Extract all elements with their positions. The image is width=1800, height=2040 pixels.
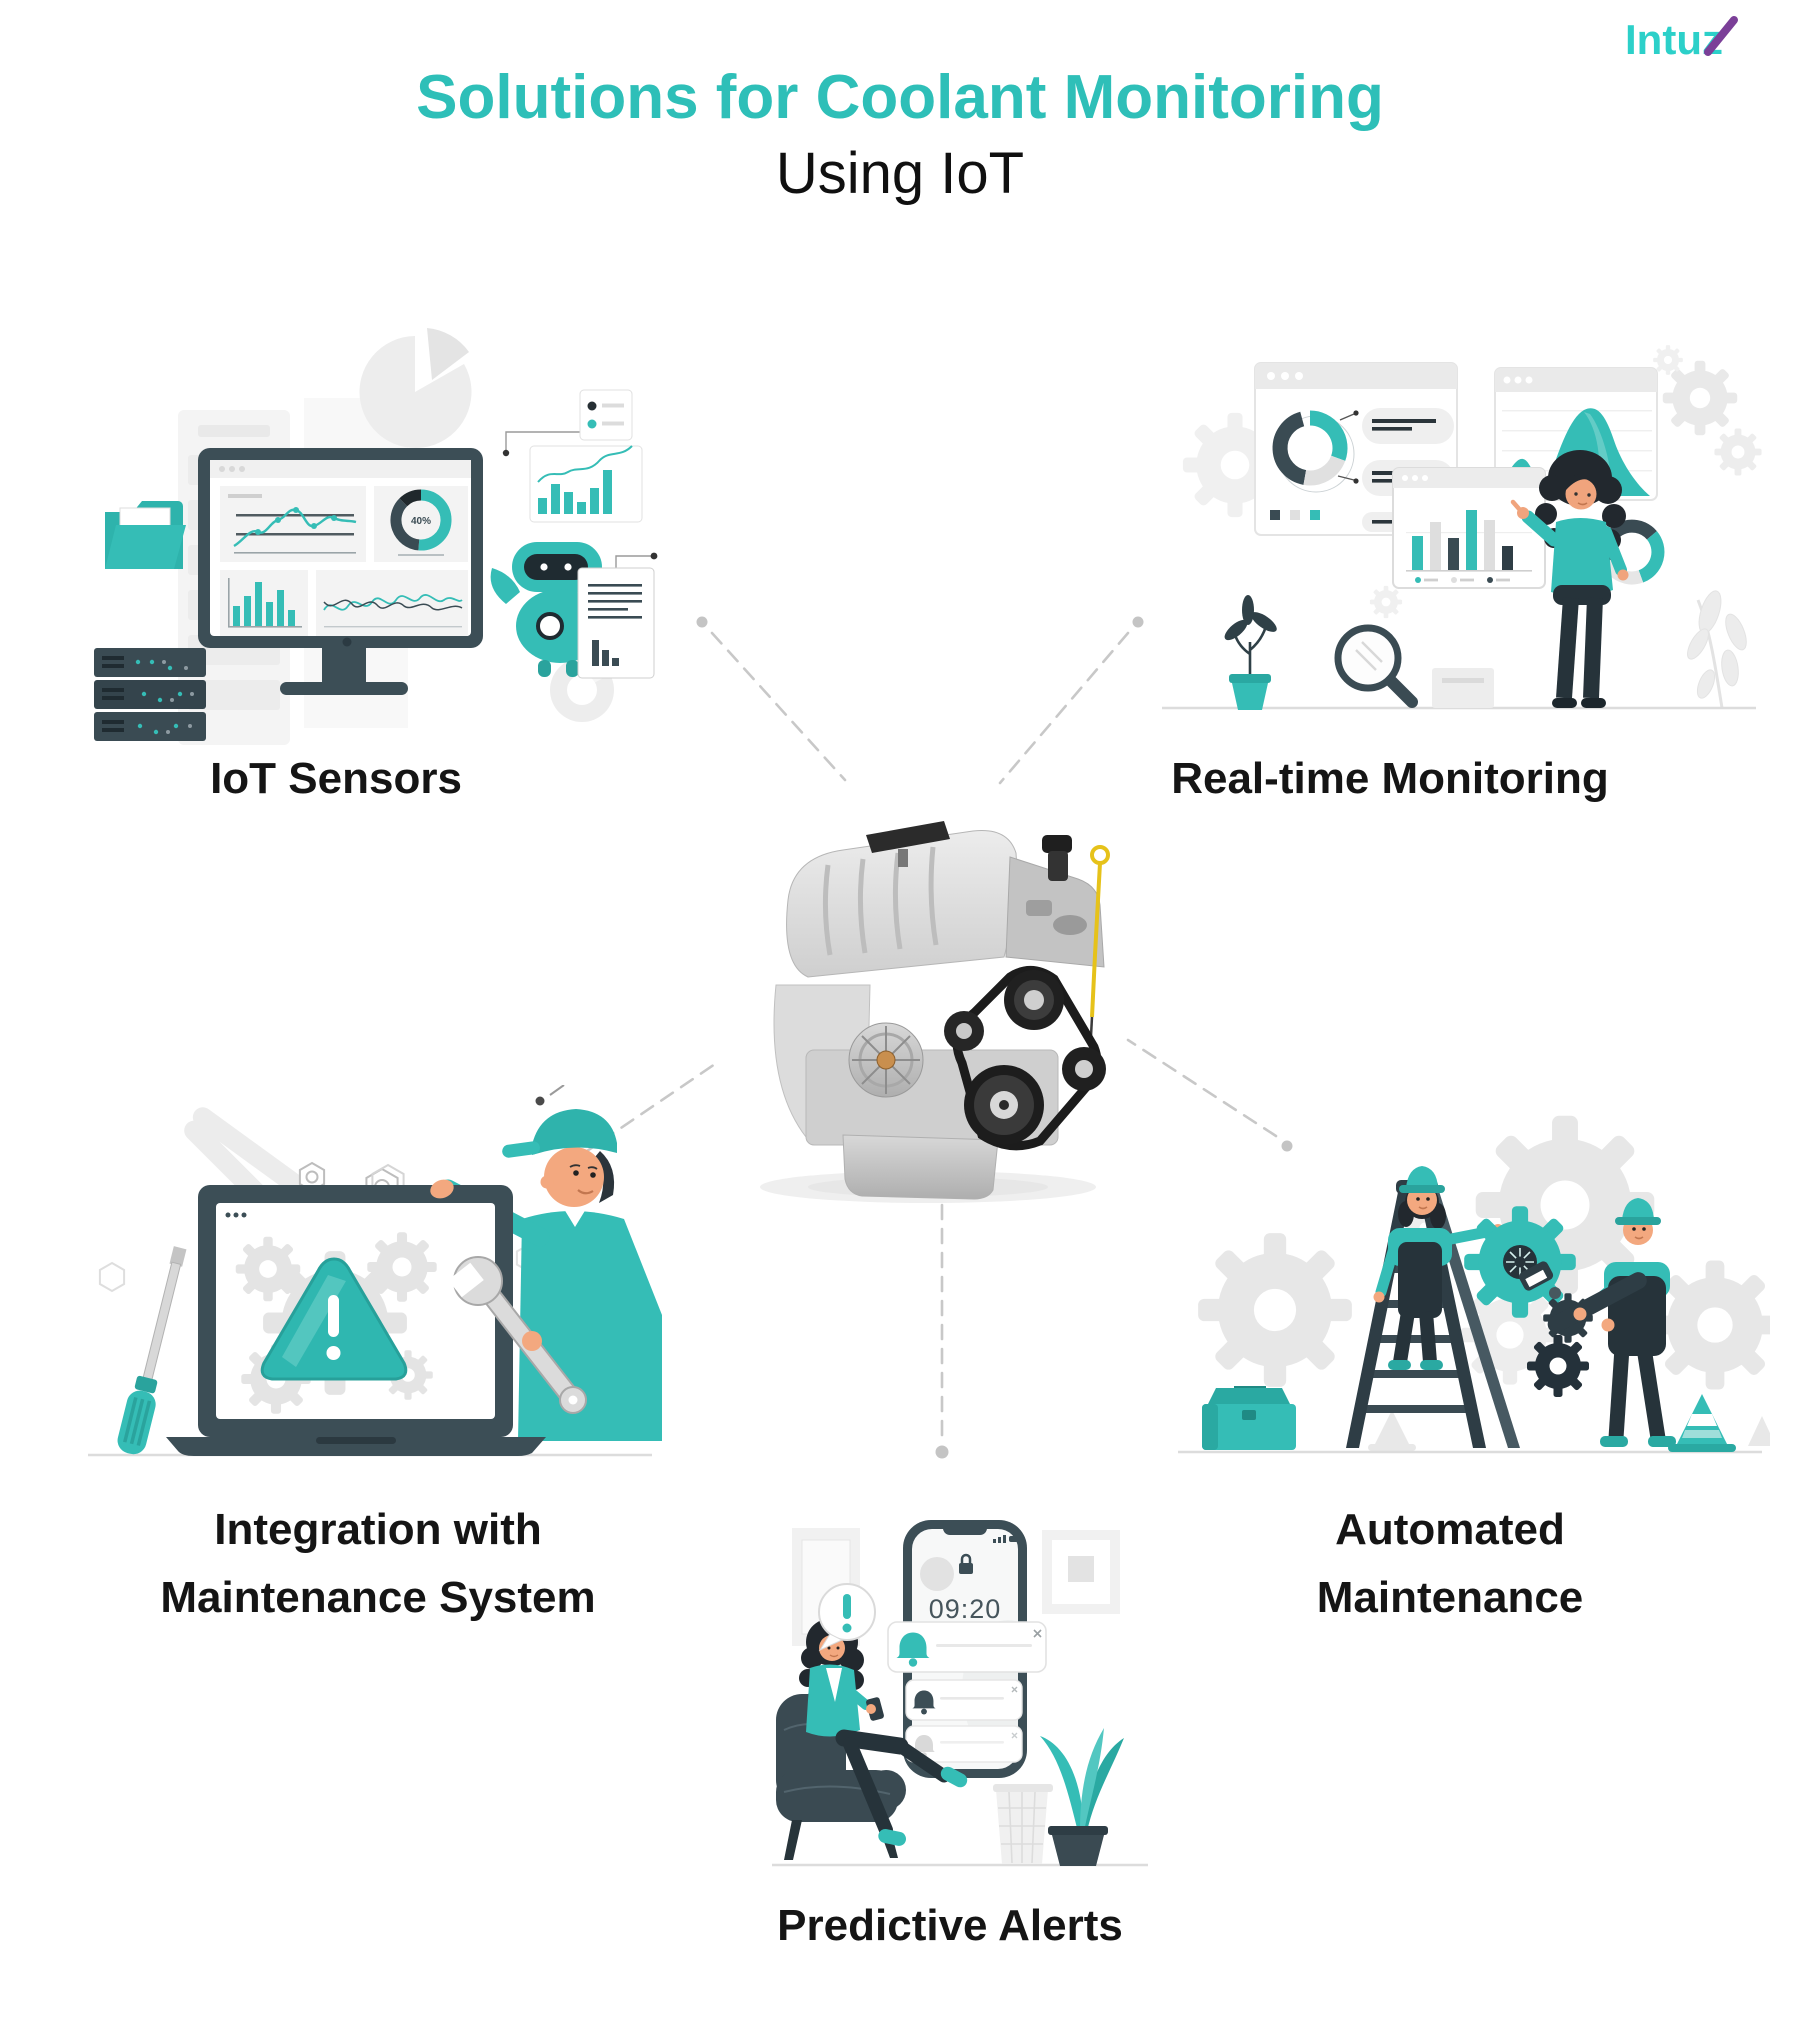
gear-icon <box>1369 585 1403 619</box>
hard-hat <box>1406 1166 1438 1188</box>
close-icon <box>1011 1732 1018 1739</box>
traffic-cone-icon <box>1668 1394 1736 1452</box>
gear-icon <box>1653 345 1683 375</box>
small-gear-icon <box>1527 1335 1589 1397</box>
predictive-alerts-illustration: 09:20 <box>772 1520 1148 1867</box>
pie-chart-decoration <box>359 328 472 448</box>
page-title: Solutions for Coolant Monitoring <box>416 63 1384 132</box>
woman-presenter <box>1510 450 1629 708</box>
screwdriver-icon <box>117 1246 187 1455</box>
hand <box>522 1331 542 1351</box>
server-stack <box>94 648 206 741</box>
dashboard-monitor: 40% <box>198 448 483 695</box>
real-time-monitoring-illustration <box>1162 345 1762 710</box>
dot-decoration <box>535 1096 545 1106</box>
connector-dots <box>545 616 1293 1459</box>
engine-image <box>760 821 1110 1203</box>
page-subtitle: Using IoT <box>775 141 1025 206</box>
notification-card-1 <box>887 1621 1047 1673</box>
wave-chart-panel <box>316 570 468 636</box>
connector-automated <box>1126 1038 1278 1138</box>
leg <box>1556 597 1579 699</box>
connector-lines <box>560 631 1278 1442</box>
connector-iot-sensors <box>710 631 847 782</box>
alert-speech-bubble <box>818 1583 876 1652</box>
lock-icon <box>959 1553 973 1574</box>
logo-accent-stroke <box>1704 16 1738 56</box>
warning-triangle-icon <box>260 1257 408 1381</box>
face <box>1565 478 1597 510</box>
bar-chart-panel <box>220 570 308 636</box>
toolbox-icon <box>1202 1386 1296 1450</box>
gear-icon <box>1662 360 1738 436</box>
background-cones <box>1368 1410 1770 1451</box>
browser-window-bar-chart <box>1392 467 1546 589</box>
face <box>544 1147 604 1207</box>
report-document <box>577 552 658 679</box>
teal-gear-icon <box>1464 1206 1576 1318</box>
automated-maintenance-illustration <box>1178 1115 1770 1454</box>
cardigan <box>806 1664 860 1737</box>
line-chart-panel <box>220 486 366 562</box>
folder-icon <box>105 501 186 569</box>
connector-real-time <box>998 631 1130 785</box>
hand <box>430 1179 454 1199</box>
gear-icon <box>1714 428 1762 476</box>
woman-worker <box>1373 1166 1504 1370</box>
leg <box>893 1739 951 1783</box>
sneaker <box>940 1766 968 1788</box>
exclamation-icon <box>842 1623 852 1633</box>
close-icon <box>1033 1629 1042 1638</box>
connector-integration <box>560 1060 720 1170</box>
sweater <box>1551 518 1613 597</box>
donut-chart-panel: 40% <box>374 486 468 562</box>
leg <box>1583 597 1603 699</box>
notification-card-2 <box>905 1679 1023 1721</box>
man-worker <box>1518 1198 1676 1447</box>
status-icons <box>993 1535 1018 1543</box>
notch <box>943 1520 987 1535</box>
hard-hat <box>1622 1198 1654 1220</box>
magnifying-glass-icon <box>1334 624 1418 708</box>
large-wrench-icon <box>1518 1261 1647 1333</box>
close-icon <box>1011 1686 1018 1693</box>
mini-chart-card <box>529 445 643 523</box>
legend-card <box>502 389 633 457</box>
printer-box <box>1432 668 1494 708</box>
iot-sensors-illustration: 40% <box>94 328 658 745</box>
basket <box>993 1784 1053 1864</box>
sneaker <box>878 1828 907 1846</box>
label-real-time-monitoring: Real-time Monitoring <box>1171 754 1609 803</box>
integration-illustration <box>88 1085 662 1457</box>
intuz-logo: Intuz <box>1625 16 1738 63</box>
cap <box>532 1109 617 1155</box>
overalls <box>1398 1242 1442 1318</box>
avatar <box>920 1557 954 1591</box>
engine-pulleys <box>944 970 1106 1145</box>
donut-value: 40% <box>411 516 431 527</box>
phone-time: 09:20 <box>929 1594 1002 1624</box>
label-iot-sensors: IoT Sensors <box>210 754 462 803</box>
plant-pot <box>1224 595 1277 710</box>
potted-plant <box>1040 1728 1124 1866</box>
leaves-decoration <box>1687 590 1747 709</box>
laptop <box>166 1185 546 1456</box>
pointing-arm <box>1521 510 1561 547</box>
label-predictive-alerts: Predictive Alerts <box>777 1901 1123 1950</box>
